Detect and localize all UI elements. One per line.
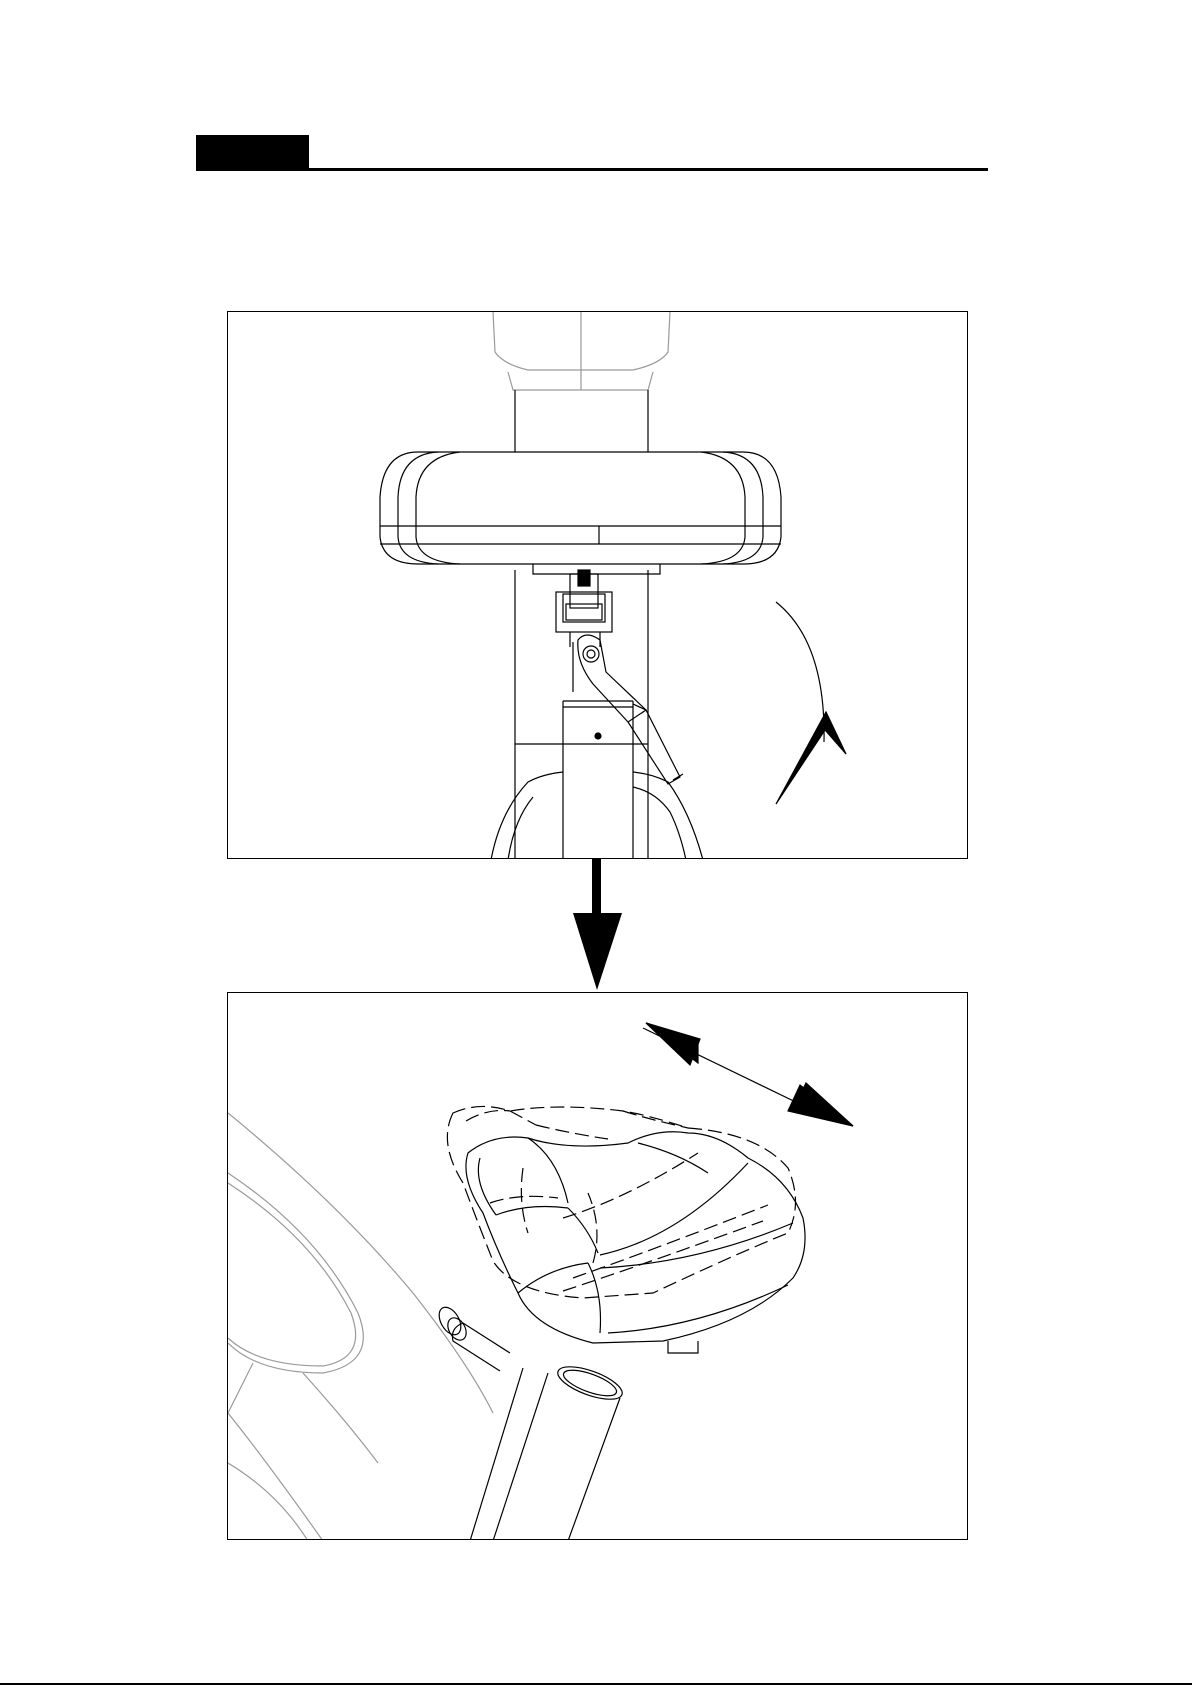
figure-slide-seat (227, 992, 968, 1540)
frame-outline (228, 1113, 493, 1540)
double-arrow-icon (643, 1023, 853, 1126)
seat-slide-drawing (228, 993, 968, 1540)
seat-post (470, 1360, 626, 1540)
seat-alternate-position (447, 1106, 795, 1298)
seat-top-view (466, 1132, 805, 1353)
